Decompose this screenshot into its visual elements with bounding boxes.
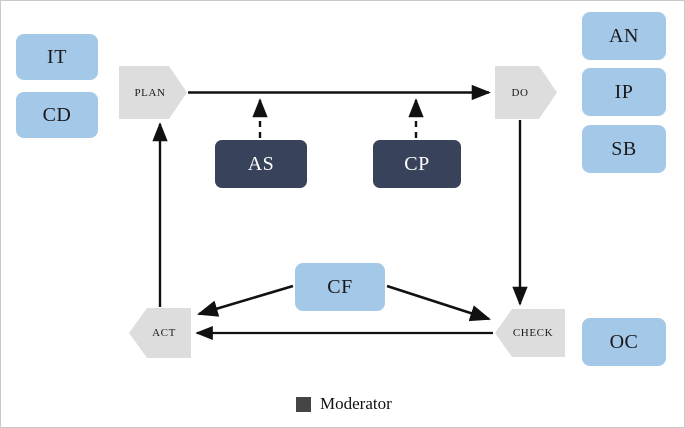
moderator-box-cp [373,140,461,188]
chip-box-an [582,12,666,60]
chip-box-ip [582,68,666,116]
stage-shape-check [495,309,565,357]
chip-box-it [16,34,98,80]
stage-shape-plan [119,66,187,119]
legend-label-moderator: Moderator [320,394,392,413]
chip-box-sb [582,125,666,173]
chip-box-cf [295,263,385,311]
chip-box-cd [16,92,98,138]
arrow-cf-to-act [197,284,294,317]
stage-shape-do [495,66,557,119]
stage-shape-act [129,308,191,358]
chip-box-oc [582,318,666,366]
moderator-box-as [215,140,307,188]
legend-swatch-moderator [296,396,311,412]
legend: Moderator [296,394,392,414]
arrow-cf-to-check [386,284,491,322]
